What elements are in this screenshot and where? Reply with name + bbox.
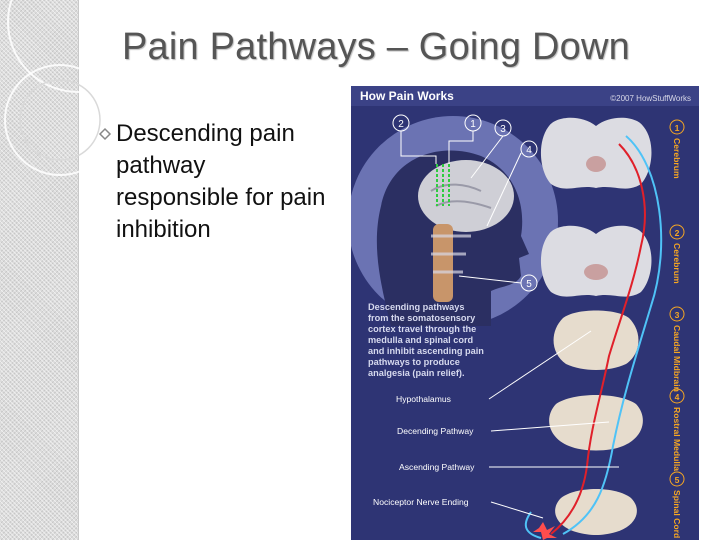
- svg-text:1: 1: [470, 119, 476, 130]
- bullet-icon: [98, 127, 112, 141]
- slide-title: Pain Pathways – Going Down: [122, 26, 630, 68]
- section-label-2: 2 Cerebrum: [669, 224, 685, 284]
- brain-icon: [418, 160, 514, 232]
- bullet-text: Descending pain pathway responsible for …: [116, 120, 326, 243]
- svg-text:5: 5: [675, 475, 680, 485]
- svg-text:5: 5: [526, 279, 532, 290]
- section-label-5: 5 Spinal Cord: [669, 471, 685, 538]
- svg-text:analgesia (pain relief).: analgesia (pain relief).: [368, 368, 465, 378]
- svg-text:1: 1: [675, 123, 680, 133]
- svg-text:2: 2: [398, 119, 404, 130]
- section-label-3: 3 Caudal Midbrain: [669, 306, 685, 392]
- midbrain-section: [553, 310, 639, 370]
- svg-text:Ascending Pathway: Ascending Pathway: [399, 462, 475, 472]
- figure-caption: Descending pathways from the somatosenso…: [368, 302, 484, 378]
- svg-text:Cerebrum: Cerebrum: [672, 138, 682, 179]
- descending-pathway-line: [550, 143, 646, 535]
- svg-text:3: 3: [500, 124, 506, 135]
- svg-text:Descending pathways: Descending pathways: [368, 302, 465, 312]
- callout-4: 4: [520, 140, 538, 158]
- pain-pathway-figure: How Pain Works ©2007 HowStuffWorks 2 1 3…: [351, 86, 699, 540]
- figure-canvas: How Pain Works ©2007 HowStuffWorks 2 1 3…: [351, 86, 699, 540]
- figure-copyright: ©2007 HowStuffWorks: [610, 94, 691, 103]
- ascending-pathway-line: [562, 135, 663, 535]
- label-hypothalamus: Hypothalamus: [396, 330, 592, 404]
- svg-text:medulla and spinal cord: medulla and spinal cord: [368, 335, 473, 345]
- svg-text:and inhibit ascending pain: and inhibit ascending pain: [368, 346, 484, 356]
- svg-text:cortex travel through the: cortex travel through the: [368, 324, 476, 334]
- callout-2: 2: [392, 114, 410, 132]
- section-label-1: 1 Cerebrum: [669, 119, 685, 179]
- svg-text:from the somatosensory: from the somatosensory: [368, 313, 476, 323]
- figure-title: How Pain Works: [360, 89, 454, 103]
- svg-text:Cerebrum: Cerebrum: [672, 243, 682, 284]
- svg-text:4: 4: [526, 145, 532, 156]
- brainstem-icon: [433, 224, 453, 302]
- svg-text:Decending Pathway: Decending Pathway: [397, 426, 474, 436]
- svg-text:Hypothalamus: Hypothalamus: [396, 394, 451, 404]
- decorative-circles: [4, 0, 140, 176]
- svg-text:Caudal Midbrain: Caudal Midbrain: [672, 325, 682, 392]
- svg-text:Nociceptor Nerve Ending: Nociceptor Nerve Ending: [373, 497, 469, 507]
- bullet-point: Descending pain pathway responsible for …: [98, 118, 330, 246]
- svg-text:Spinal Cord: Spinal Cord: [672, 490, 682, 538]
- label-ascending-pathway: Ascending Pathway: [399, 462, 619, 472]
- svg-text:3: 3: [675, 310, 680, 320]
- svg-text:Rostral Medulla: Rostral Medulla: [672, 407, 682, 471]
- cerebrum-section-2: [540, 225, 652, 297]
- svg-text:4: 4: [675, 392, 680, 402]
- label-descending-pathway: Decending Pathway: [397, 421, 610, 436]
- section-label-4: 4 Rostral Medulla: [669, 388, 685, 471]
- nociceptor-burst-icon: [533, 522, 557, 540]
- svg-text:2: 2: [675, 228, 680, 238]
- cerebrum-section-1: [540, 117, 652, 189]
- label-nociceptor: Nociceptor Nerve Ending: [373, 497, 544, 519]
- spinal-cord-section: [555, 489, 637, 535]
- svg-text:pathways to produce: pathways to produce: [368, 357, 460, 367]
